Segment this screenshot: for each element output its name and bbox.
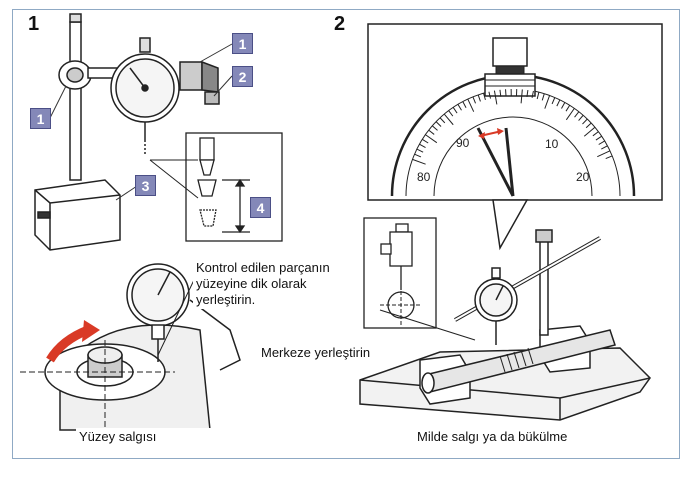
badge-part-4: 4 [250,197,271,218]
dial-tick [531,90,534,98]
dial-tick [421,138,429,144]
dial-tick [412,158,426,165]
label-surface-runout: Yüzey salgısı [76,428,212,446]
dial-tick [428,129,435,135]
dial-tick [561,102,566,109]
dial-tick [452,107,458,114]
dial-tick [536,92,540,100]
label-control-part: Kontrol edilen parçanın yüzeyine dik ola… [193,259,359,309]
badge-leaders [49,43,233,201]
dial-tick [565,104,571,112]
dial-indicator-1 [110,37,220,155]
label-shaft-runout: Milde salgı ya da bükülme [414,428,640,446]
magnetic-base-stand [34,13,121,251]
dial-tick [595,135,602,141]
dial-tick [435,121,442,127]
dial-tick [582,118,588,125]
dial-tick [488,91,491,99]
dial-tick [419,143,426,148]
dial-tick [583,126,596,137]
dial-tick [544,95,551,109]
center-detail-box [363,217,476,341]
dial-tick [483,93,486,101]
dial-tick [598,140,605,145]
control-leader [157,279,195,356]
dial-tick [541,93,545,101]
dial-tick [414,153,422,158]
dial-tick [601,145,608,150]
deviation-arrowhead-right [497,128,504,135]
dial-number-10: 10 [545,137,559,151]
dial-tick [499,89,502,97]
dial-tick [431,125,438,131]
dial-tick [551,97,556,105]
dial-tick [477,94,481,102]
rotation-arrowhead [82,320,100,342]
dial-tick [467,98,475,112]
badge-part-1-clamp: 1 [30,108,51,129]
stylus-detail [149,132,283,242]
dial-number-90: 90 [456,136,470,150]
dial-ticks [412,89,613,165]
dial-tick [472,96,477,104]
badge-part-1-indicator: 1 [232,33,253,54]
dial-tick [425,134,438,144]
badge-part-3: 3 [135,175,156,196]
dial-tick [448,110,454,117]
dial-tick [439,117,446,124]
dial-tick [578,114,584,121]
dial-tick [457,104,462,111]
dial-closeup-face [390,37,636,197]
dial-tick [520,89,523,104]
panel-2-number: 2 [334,13,346,35]
dial-number-80: 80 [417,170,431,184]
badge-part-2: 2 [232,66,253,87]
dial-tick [416,148,424,153]
dial-tick [565,108,575,121]
dial-tick [585,122,592,129]
dial-tick [493,90,498,105]
dial-number-20: 20 [576,170,590,184]
panel-1-number: 1 [28,13,40,35]
dial-tick [605,155,613,160]
dial-tick [462,101,467,108]
dial-tick [526,89,529,98]
label-center: Merkeze yerleştirin [258,344,374,362]
dial-tick [597,150,611,158]
shaft-runout-setup [359,229,651,421]
dial-tick [556,99,561,107]
surface-runout-setup [20,263,241,431]
deviation-arrowhead-left [478,132,485,139]
dial-tick [443,113,454,126]
dial-tick [574,111,580,118]
dial-tick [592,131,599,137]
